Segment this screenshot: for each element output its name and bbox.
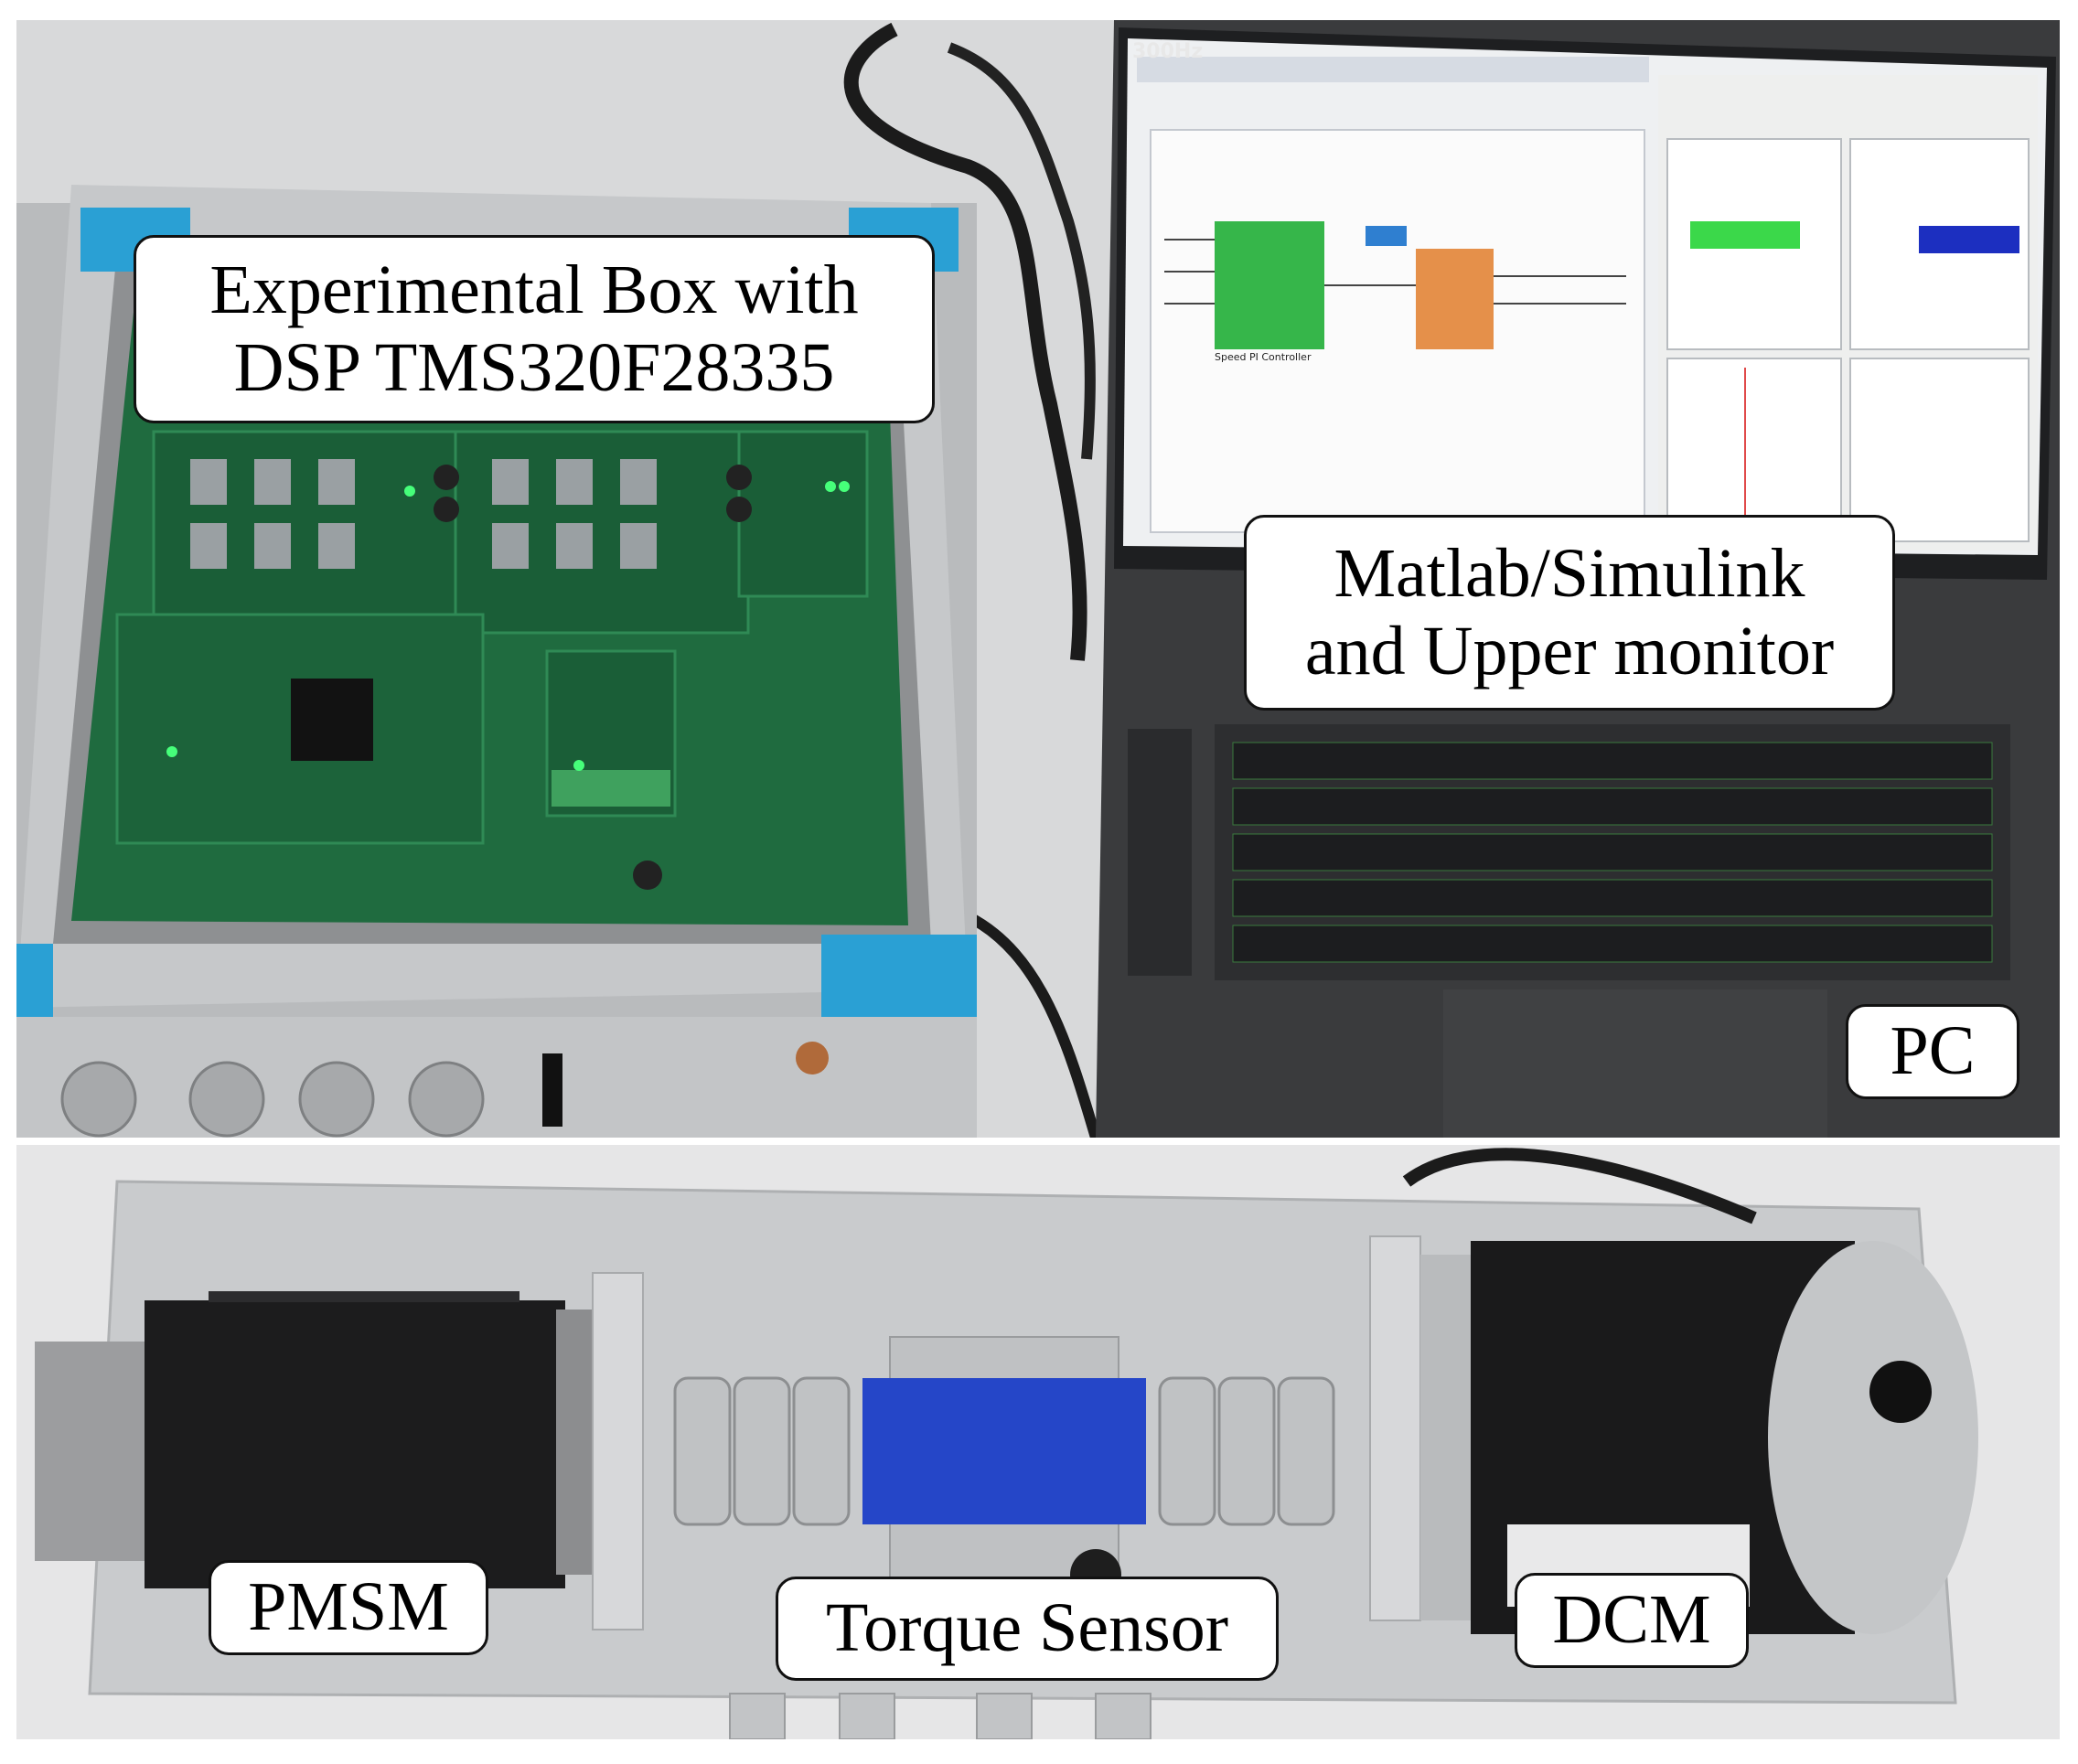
matlab-simulink-label: Matlab/Simulink and Upper monitor <box>1244 515 1895 711</box>
speed-pi-controller-caption: Speed PI Controller <box>1215 351 1312 363</box>
motor-cable <box>965 911 1101 1138</box>
dcm-label: DCM <box>1515 1573 1749 1668</box>
refresh-badge: 300Hz <box>1132 40 1204 63</box>
coupling-right <box>1158 1376 1335 1526</box>
experimental-box-label: Experimental Box with DSP TMS320F28335 <box>134 235 935 423</box>
pmsm-label: PMSM <box>209 1560 488 1655</box>
bottom-photo-panel <box>16 1145 2060 1739</box>
pc-label: PC <box>1846 1004 2019 1099</box>
dc-motor <box>1420 1241 1978 1634</box>
coupling-left <box>673 1376 851 1526</box>
dsp-chip <box>291 679 373 761</box>
control-block <box>1416 249 1494 349</box>
corner-bracket <box>821 935 977 1021</box>
touchpad <box>1443 989 1827 1138</box>
speed-pi-block <box>1215 221 1324 349</box>
laptop <box>1096 20 2060 1138</box>
torque-sensor-label: Torque Sensor <box>776 1577 1279 1681</box>
usb-cable <box>843 22 1087 661</box>
torque-sensor <box>862 1378 1146 1524</box>
power-cable <box>947 42 1096 460</box>
